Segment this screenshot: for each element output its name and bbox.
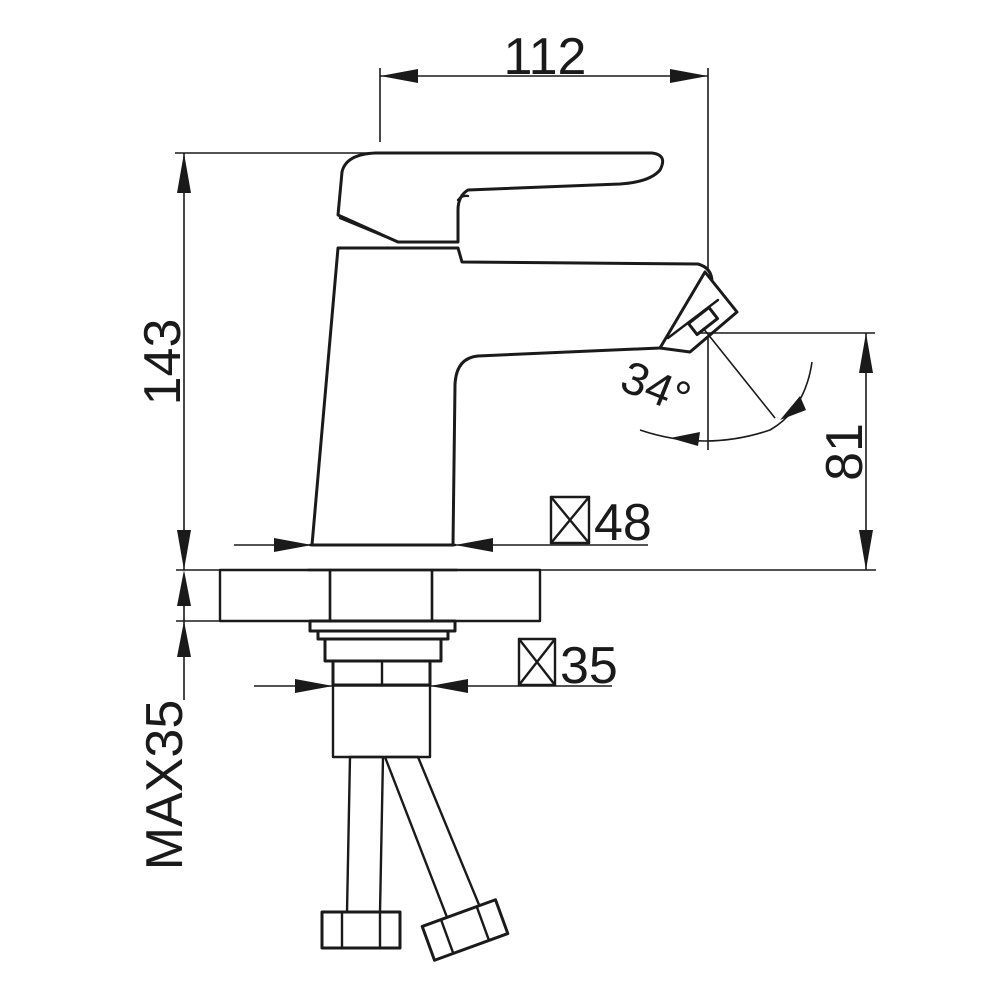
hose-nut-right [420, 898, 510, 962]
height-label: 143 [134, 319, 192, 406]
arrow-right [670, 69, 708, 83]
body-square-dimension: 48 [234, 494, 652, 552]
faucet-body [306, 151, 739, 572]
arrow-up-81 [859, 333, 873, 373]
arrow-max-up [177, 621, 191, 657]
width-dimension: 112 [379, 28, 709, 450]
aerator [658, 270, 739, 354]
arrow-down-81 [859, 530, 873, 570]
shank-assembly [308, 619, 457, 759]
height-dimension: 143 [134, 152, 380, 570]
arrow-up [177, 153, 191, 193]
width-label: 112 [504, 28, 587, 86]
hose-nut-left [320, 910, 402, 950]
square-section-icon [549, 495, 591, 545]
arrow-max-down [177, 570, 191, 606]
faucet-handle [336, 151, 665, 244]
arrow-angle-right [780, 396, 806, 420]
hose-right [383, 755, 484, 927]
spout-height-label: 81 [816, 423, 874, 481]
hose-left [345, 755, 385, 914]
shank-square-dimension: 35 [254, 637, 618, 695]
arrow-35-left [295, 679, 333, 693]
arrow-48-right [455, 538, 493, 552]
body-square-label: 48 [594, 494, 652, 552]
arrow-48-left [274, 538, 312, 552]
flexible-hoses [320, 755, 510, 962]
countertop-section [176, 568, 876, 623]
angle-label: 34° [614, 350, 698, 424]
max-thickness-label: MAX35 [136, 700, 194, 871]
arrow-down [177, 530, 191, 570]
square-section-icon-small [517, 637, 557, 687]
spout-height-dimension: 81 [700, 332, 875, 570]
max-thickness-dimension: MAX35 [136, 570, 194, 870]
arrow-left [380, 69, 418, 83]
arrow-35-right [430, 679, 468, 693]
shank-square-label: 35 [560, 637, 618, 695]
arrow-angle-left [670, 432, 700, 446]
